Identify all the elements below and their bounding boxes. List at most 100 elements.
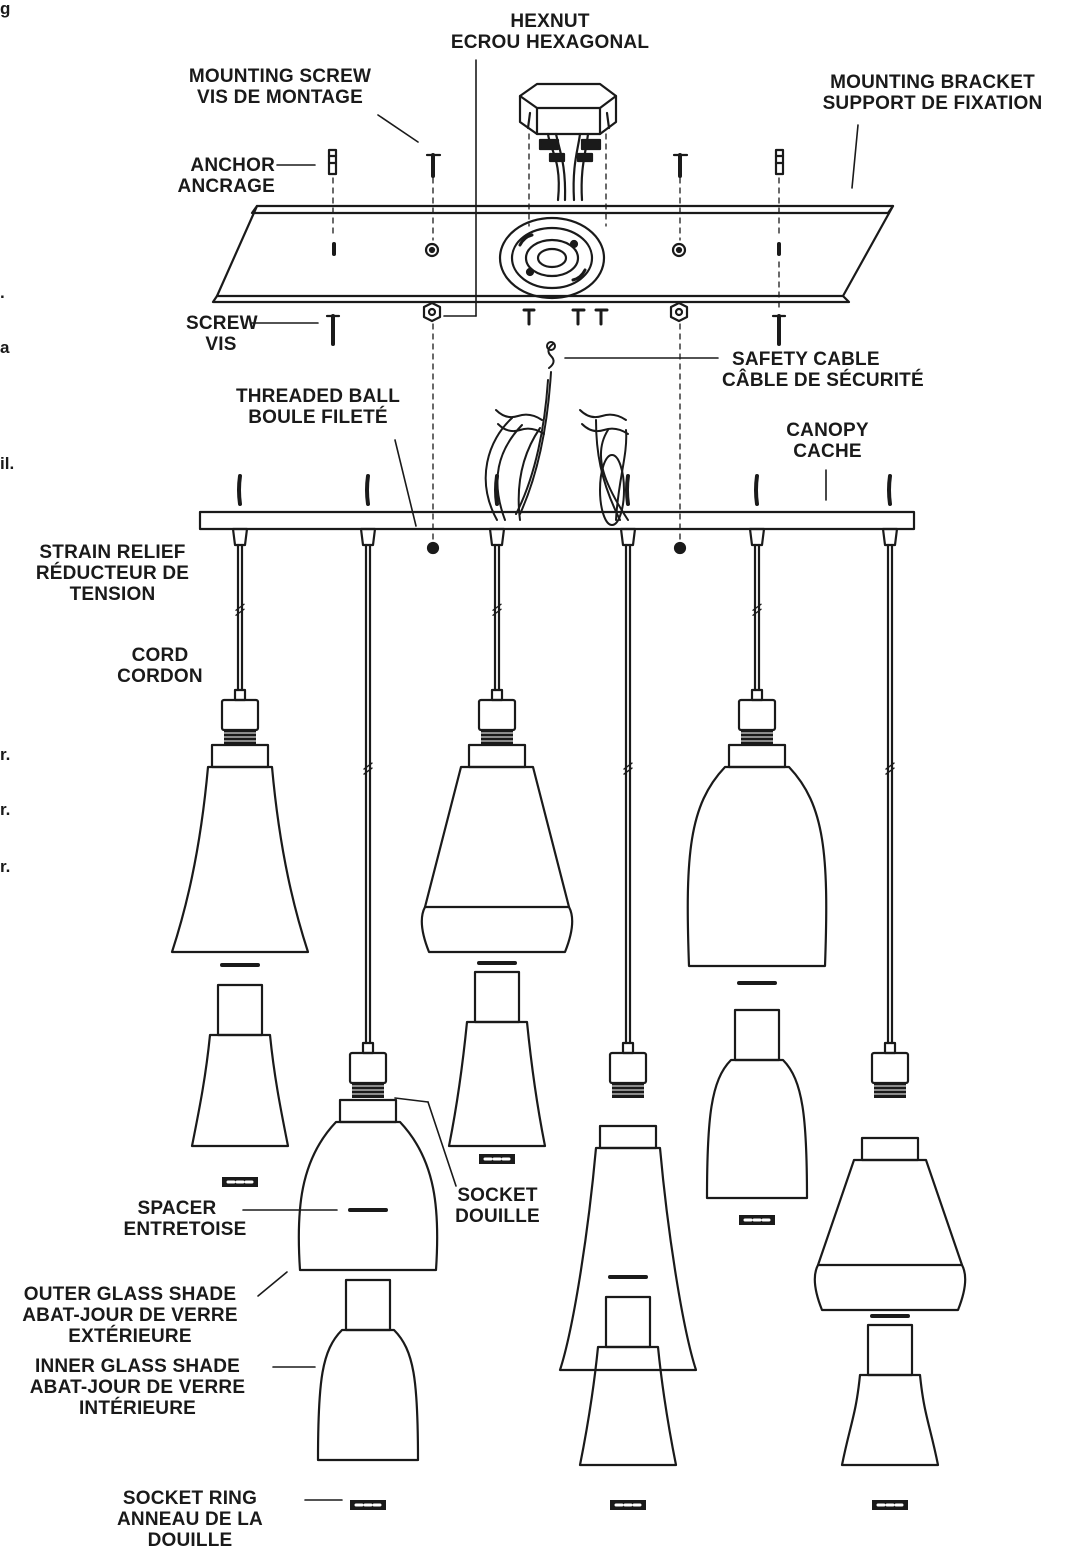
screw-label: SCREW VIS	[186, 313, 258, 355]
pendant-group	[170, 474, 967, 1510]
strain-relief-icon	[231, 527, 249, 547]
strain-relief-icon	[488, 527, 506, 547]
leader-lines	[242, 59, 859, 1501]
outer-shade-neck	[338, 1098, 398, 1124]
label-line: RÉDUCTEUR DE	[35, 563, 190, 584]
socket-icon	[870, 1051, 910, 1085]
hexnut-icon	[422, 301, 442, 323]
anchor-icon	[774, 148, 785, 176]
label-line: INTÉRIEURE	[78, 1398, 197, 1419]
strain-relief-icon	[881, 527, 899, 547]
socket-icon	[477, 698, 517, 732]
strain-relief-icon	[359, 527, 377, 547]
mounting-screw-label: MOUNTING SCREW VIS DE MONTAGE	[160, 66, 400, 108]
outer-shade-neck	[727, 743, 787, 769]
label-line: CÂBLE DE SÉCURITÉ	[722, 370, 924, 391]
label-line: OUTER GLASS SHADE	[23, 1284, 237, 1305]
outer-shade-neck	[860, 1136, 920, 1162]
mounting-bracket-label: MOUNTING BRACKET SUPPORT DE FIXATION	[795, 72, 1070, 114]
outer-glass-shade	[297, 1120, 439, 1272]
safety-cable-label: SAFETY CABLE CÂBLE DE SÉCURITÉ	[722, 349, 947, 391]
hexnut-icon	[669, 301, 689, 323]
label-line: CORDON	[117, 666, 203, 687]
socket-neck	[361, 1041, 375, 1055]
label-line: MOUNTING SCREW	[188, 66, 372, 87]
cord-flex-top	[754, 474, 759, 506]
socket-neck	[621, 1041, 635, 1055]
label-line: DOUILLE	[455, 1206, 540, 1227]
screw-icon	[771, 314, 787, 346]
inner-glass-shade	[840, 1373, 940, 1467]
cord-flex-top	[625, 474, 630, 506]
edge-fragment: .	[0, 283, 5, 302]
safety-cable	[515, 341, 556, 515]
outer-glass-shade	[170, 765, 310, 954]
strain-relief-icon	[619, 527, 637, 547]
cord-flex-top	[237, 474, 242, 506]
label-line: INNER GLASS SHADE	[34, 1356, 241, 1377]
canopy-bar	[198, 510, 916, 555]
center-screws	[522, 308, 609, 326]
label-line: ANNEAU DE LA	[117, 1509, 263, 1530]
screw-icon	[325, 314, 341, 346]
hexnut-label: HEXNUT ECROU HEXAGONAL	[430, 11, 670, 53]
inner-shade-neck	[344, 1278, 392, 1332]
mounting-screw-icon	[425, 153, 442, 178]
socket-neck	[233, 688, 247, 702]
outer-glass-shade	[686, 765, 828, 968]
label-line: HEXNUT	[510, 11, 590, 32]
label-line: ANCRAGE	[177, 176, 275, 197]
label-line: BOULE FILETÉ	[248, 407, 388, 428]
cord-label: CORD CORDON	[100, 645, 220, 687]
edge-fragment: a	[0, 338, 10, 357]
pendant	[170, 474, 310, 1187]
strain-relief-icon	[748, 527, 766, 547]
socket-label: SOCKET DOUILLE	[435, 1185, 560, 1227]
edge-text-fragments: g . a il. r. r. r.	[0, 0, 14, 876]
label-line: ENTRETOISE	[123, 1219, 247, 1240]
label-line: ABAT-JOUR DE VERRE	[22, 1305, 238, 1326]
socket-icon	[348, 1051, 388, 1085]
label-line: SUPPORT DE FIXATION	[822, 93, 1043, 114]
canopy-label: CANOPY CACHE	[765, 420, 890, 462]
socket-neck	[490, 688, 504, 702]
junction-box	[518, 82, 618, 136]
label-line: DOUILLE	[147, 1530, 233, 1551]
label-line: STRAIN RELIEF	[39, 542, 186, 563]
cord-tie	[752, 603, 762, 616]
mounting-screw-icon	[672, 153, 689, 178]
cord-tie	[623, 762, 633, 775]
edge-fragment: il.	[0, 454, 14, 473]
socket-neck	[750, 688, 764, 702]
strain-relief-label: STRAIN RELIEF RÉDUCTEUR DE TENSION	[5, 542, 220, 605]
label-line: SPACER	[137, 1198, 217, 1219]
inner-glass-shade	[316, 1328, 420, 1462]
label-line: ABAT-JOUR DE VERRE	[29, 1377, 246, 1398]
pendant	[558, 474, 698, 1510]
inner-glass-shade	[705, 1058, 809, 1200]
outer-glass-shade	[558, 1146, 698, 1372]
inner-shade-neck	[604, 1295, 652, 1349]
label-line: VIS	[205, 334, 237, 355]
outer-glass-shade	[420, 765, 574, 954]
outer-shade-neck	[467, 743, 527, 769]
supply-wires	[538, 132, 602, 202]
inner-glass-shade	[578, 1345, 678, 1467]
cord-flex-top	[494, 474, 499, 506]
edge-fragment: g	[0, 0, 10, 18]
cord-tie	[492, 603, 502, 616]
socket-neck	[883, 1041, 897, 1055]
socket-icon	[608, 1051, 648, 1085]
edge-fragment: r.	[0, 800, 10, 819]
pendant	[297, 474, 439, 1510]
canopy-wire-bundles	[484, 409, 629, 526]
inner-glass-shade	[447, 1020, 547, 1148]
label-line: THREADED BALL	[235, 386, 401, 407]
label-line: CACHE	[793, 441, 862, 462]
outer-shade-neck	[210, 743, 270, 769]
socket-icon	[737, 698, 777, 732]
inner-glass-shade-label: INNER GLASS SHADE ABAT-JOUR DE VERRE INT…	[0, 1356, 275, 1419]
pendant	[420, 474, 574, 1164]
pendant	[813, 474, 967, 1510]
